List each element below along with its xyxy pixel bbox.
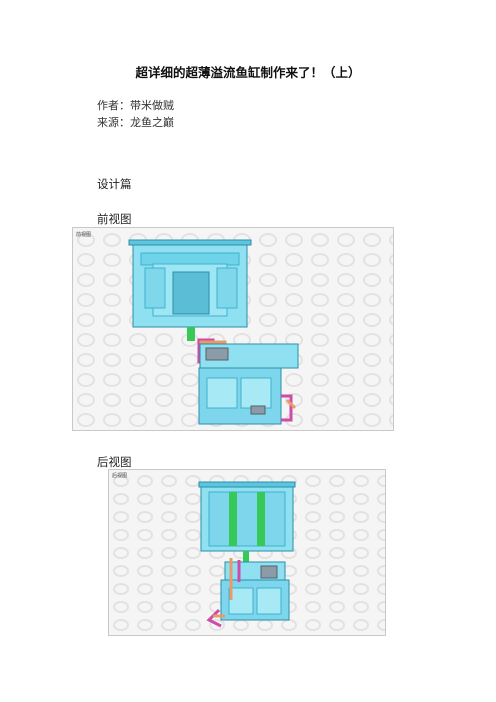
front-view-image: 前视图 [72, 227, 394, 431]
front-view-render: 前视图 [73, 228, 393, 430]
page-title: 超详细的超薄溢流鱼缸制作来了！（上） [135, 65, 361, 80]
author-line: 作者：带米做贼 [97, 99, 174, 112]
source-line: 来源：龙鱼之巅 [97, 116, 174, 129]
section-design: 设计篇 [97, 177, 132, 191]
section-back-view: 后视图 [97, 455, 132, 469]
back-view-render: 后视图 [109, 470, 385, 635]
section-front-view: 前视图 [97, 212, 132, 226]
front-view-caption: 前视图 [76, 231, 91, 238]
back-view-image: 后视图 [108, 469, 386, 636]
back-view-caption: 后视图 [112, 472, 127, 479]
